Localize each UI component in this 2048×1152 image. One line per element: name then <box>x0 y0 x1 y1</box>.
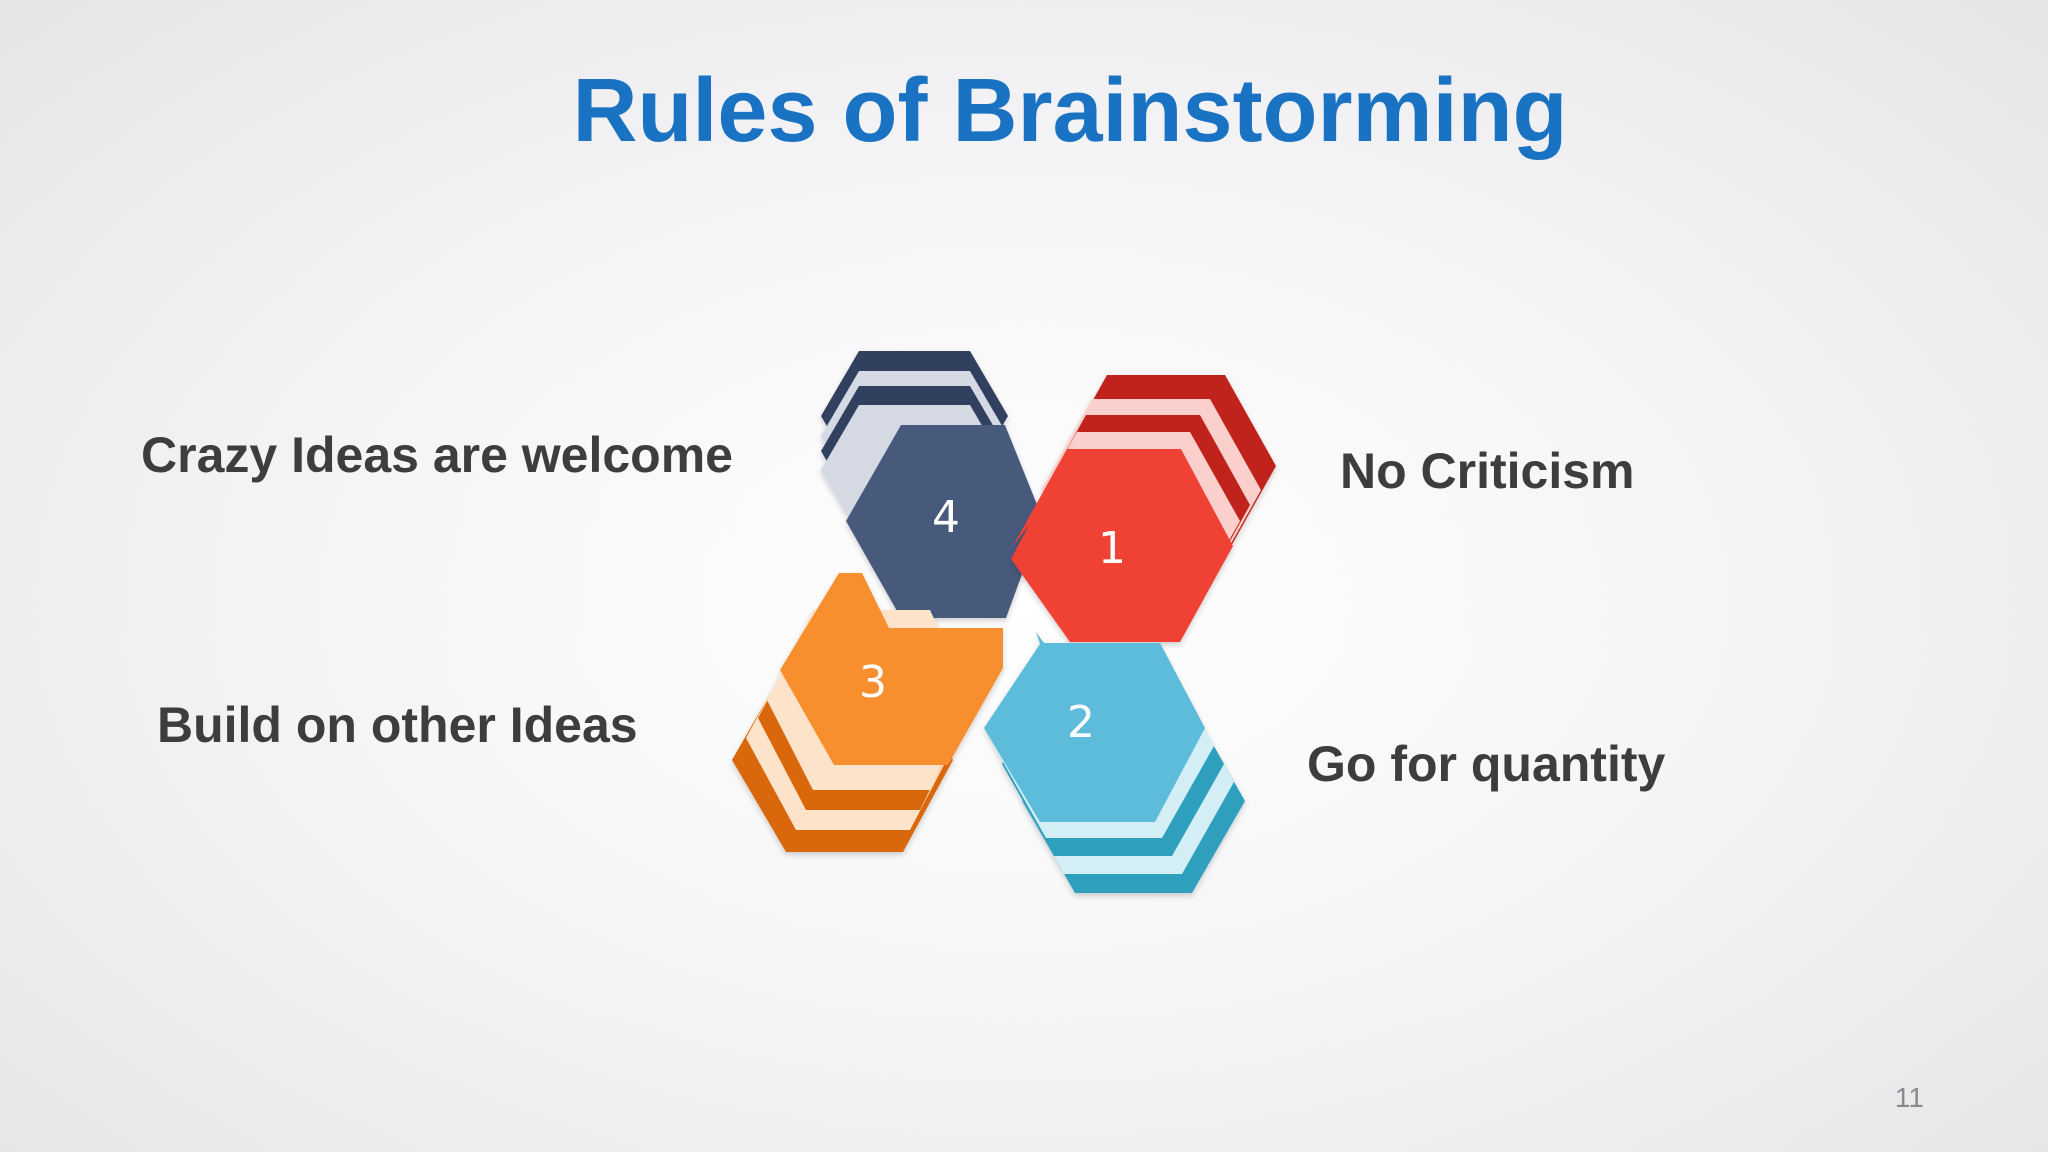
hex-2-number: 2 <box>1067 697 1095 748</box>
rule-label-build-on-ideas: Build on other Ideas <box>157 697 638 753</box>
hexagon-rule-1: 1 <box>1011 375 1276 642</box>
hex-3-body <box>780 573 1003 765</box>
hex-4-number: 4 <box>932 492 960 543</box>
hex-1-body <box>1011 449 1233 642</box>
hexagon-rule-2: 2 <box>984 632 1245 893</box>
rule-label-no-criticism: No Criticism <box>1340 443 1635 499</box>
hex-4-body <box>846 425 1042 618</box>
hexagon-rule-4: 4 <box>821 351 1042 618</box>
rule-label-go-for-quantity: Go for quantity <box>1307 736 1666 792</box>
page-number: 11 <box>1894 1082 1924 1113</box>
slide-title: Rules of Brainstorming <box>572 61 1568 161</box>
hex-2-body <box>984 632 1205 822</box>
hex-3-number: 3 <box>859 657 887 708</box>
hex-1-number: 1 <box>1098 523 1126 574</box>
hexagon-rule-3: 3 <box>732 573 1003 852</box>
rule-label-crazy-ideas: Crazy Ideas are welcome <box>141 427 733 483</box>
